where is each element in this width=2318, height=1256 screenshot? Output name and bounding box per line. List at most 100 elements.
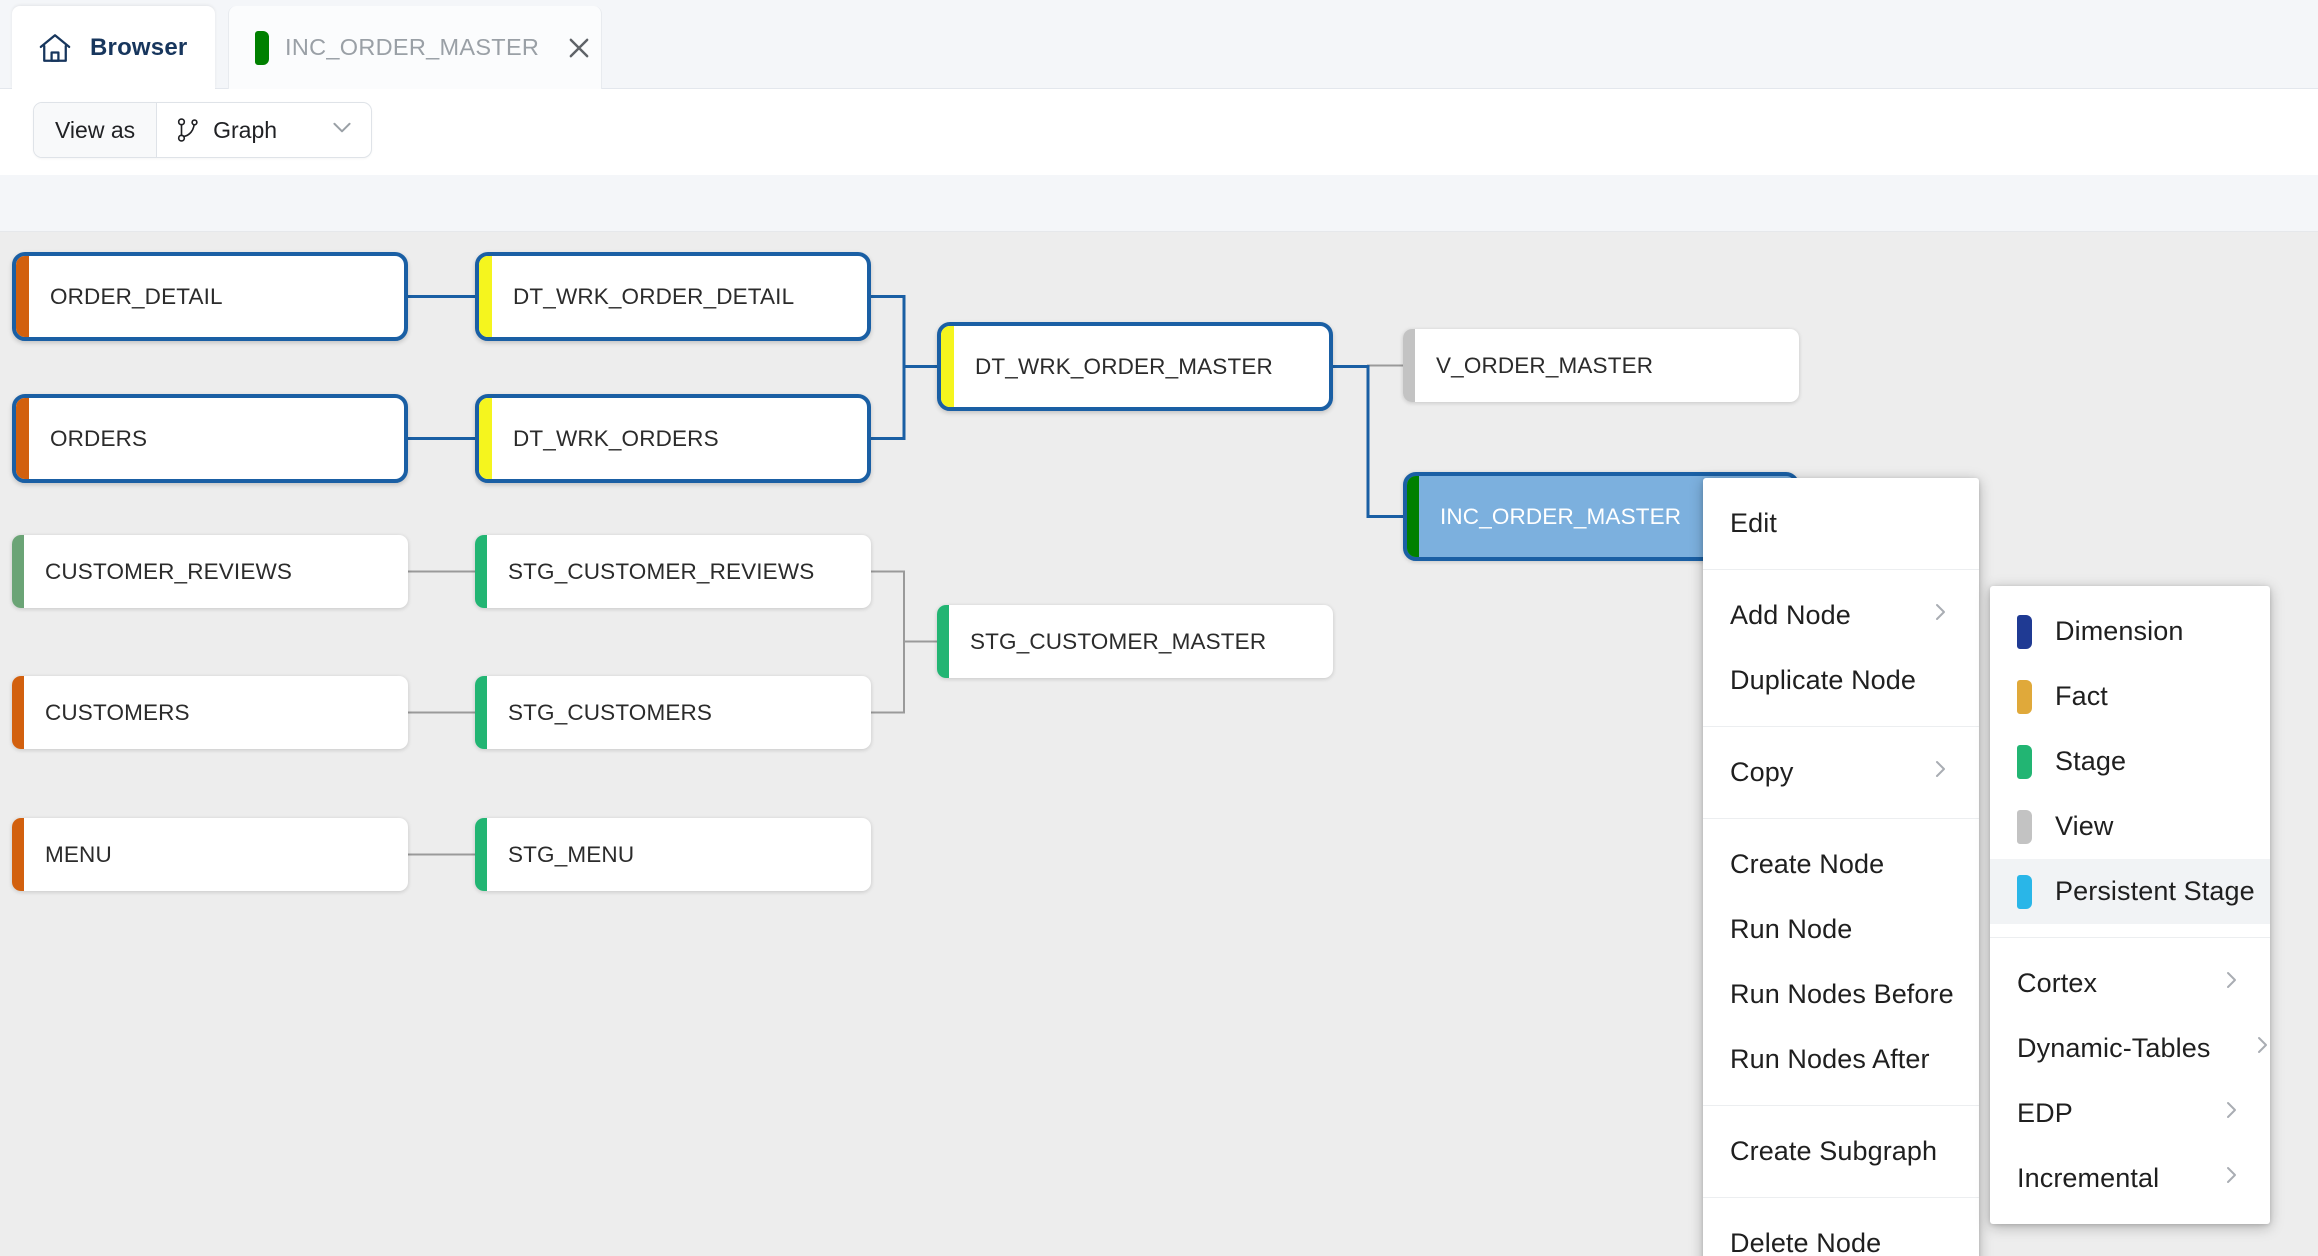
tab-node-swatch xyxy=(255,30,269,65)
node-type-bar xyxy=(16,398,29,479)
graph-node-order_detail[interactable]: ORDER_DETAIL xyxy=(12,252,408,341)
node-type-swatch xyxy=(2017,874,2032,909)
graph-node-dt_wrk_order_detail[interactable]: DT_WRK_ORDER_DETAIL xyxy=(475,252,871,341)
node-type-bar xyxy=(479,256,492,337)
menu-item-label: Create Subgraph xyxy=(1730,1136,1938,1166)
graph-node-customers[interactable]: CUSTOMERS xyxy=(12,676,408,749)
menu-item-label: Edit xyxy=(1730,508,1777,538)
graph-node-stg_customer_master[interactable]: STG_CUSTOMER_MASTER xyxy=(937,605,1333,678)
add-node-item-incremental[interactable]: Incremental xyxy=(1990,1146,2270,1211)
graph-node-dt_wrk_order_master[interactable]: DT_WRK_ORDER_MASTER xyxy=(937,322,1333,411)
menu-item-label: Duplicate Node xyxy=(1730,665,1917,695)
node-type-bar xyxy=(1403,329,1415,402)
context-menu-item-create-subgraph[interactable]: Create Subgraph xyxy=(1703,1119,1979,1184)
graph-node-orders[interactable]: ORDERS xyxy=(12,394,408,483)
add-node-item-view[interactable]: View xyxy=(1990,794,2270,859)
chevron-right-icon xyxy=(2179,1098,2243,1129)
context-menu-item-run-nodes-before[interactable]: Run Nodes Before xyxy=(1703,962,1979,1027)
graph-node-stg_customers[interactable]: STG_CUSTOMERS xyxy=(475,676,871,749)
node-type-bar xyxy=(12,535,24,608)
add-node-item-dimension[interactable]: Dimension xyxy=(1990,599,2270,664)
add-node-item-dynamic-tables[interactable]: Dynamic-Tables xyxy=(1990,1016,2270,1081)
chevron-right-icon xyxy=(2179,968,2243,999)
node-type-bar xyxy=(12,676,24,749)
graph-edge xyxy=(871,295,937,368)
node-label: DT_WRK_ORDERS xyxy=(513,425,719,451)
home-icon xyxy=(38,32,72,64)
view-as-control[interactable]: View as Graph xyxy=(33,102,373,158)
node-label: INC_ORDER_MASTER xyxy=(1440,503,1682,529)
graph-edge xyxy=(871,365,937,440)
add-node-item-fact[interactable]: Fact xyxy=(1990,664,2270,729)
add-node-item-edp[interactable]: EDP xyxy=(1990,1081,2270,1146)
node-label: STG_CUSTOMER_REVIEWS xyxy=(508,558,815,584)
chevron-right-icon xyxy=(2179,1163,2243,1194)
graph-node-customer_reviews[interactable]: CUSTOMER_REVIEWS xyxy=(12,535,408,608)
context-menu-item-create-node[interactable]: Create Node xyxy=(1703,832,1979,897)
toolbar: View as Graph xyxy=(0,89,2318,175)
graph-node-dt_wrk_orders[interactable]: DT_WRK_ORDERS xyxy=(475,394,871,483)
graph-node-v_order_master[interactable]: V_ORDER_MASTER xyxy=(1403,329,1799,402)
context-menu-item-edit[interactable]: Edit xyxy=(1703,491,1979,556)
context-menu-item-duplicate-node[interactable]: Duplicate Node xyxy=(1703,648,1979,713)
node-label: DT_WRK_ORDER_MASTER xyxy=(975,353,1273,379)
node-type-bar xyxy=(479,398,492,479)
node-label: V_ORDER_MASTER xyxy=(1436,352,1654,378)
node-type-swatch xyxy=(2017,614,2032,649)
graph-node-menu[interactable]: MENU xyxy=(12,818,408,891)
node-type-bar xyxy=(475,535,487,608)
toolbar-strip xyxy=(0,175,2318,232)
node-type-swatch xyxy=(2017,809,2032,844)
menu-item-label: Add Node xyxy=(1730,600,1851,630)
close-icon[interactable] xyxy=(565,33,593,63)
tab-node-label: INC_ORDER_MASTER xyxy=(285,34,540,60)
add-node-item-stage[interactable]: Stage xyxy=(1990,729,2270,794)
node-label: MENU xyxy=(45,841,112,867)
chevron-down-icon xyxy=(305,114,355,146)
menu-item-label: Dimension xyxy=(2055,616,2184,646)
context-menu-item-add-node[interactable]: Add Node xyxy=(1703,583,1979,648)
graph-icon xyxy=(177,117,199,143)
node-type-bar xyxy=(941,326,954,407)
tab-browser[interactable]: Browser xyxy=(12,6,215,89)
node-label: ORDERS xyxy=(50,425,148,451)
node-label: STG_CUSTOMERS xyxy=(508,699,713,725)
graph-node-stg_menu[interactable]: STG_MENU xyxy=(475,818,871,891)
node-type-bar xyxy=(937,605,949,678)
graph-edge xyxy=(871,640,937,714)
node-type-bar xyxy=(16,256,29,337)
node-type-bar xyxy=(1407,476,1419,557)
menu-item-label: Delete Node xyxy=(1730,1228,1882,1256)
graph-node-stg_customer_reviews[interactable]: STG_CUSTOMER_REVIEWS xyxy=(475,535,871,608)
node-label: STG_CUSTOMER_MASTER xyxy=(970,628,1267,654)
chevron-right-icon xyxy=(2210,1033,2274,1064)
graph-edge xyxy=(871,570,937,643)
node-label: DT_WRK_ORDER_DETAIL xyxy=(513,283,795,309)
menu-item-label: Persistent Stage xyxy=(2055,876,2255,906)
node-type-swatch xyxy=(2017,679,2032,714)
view-as-select[interactable]: Graph xyxy=(157,103,371,157)
menu-item-label: Run Nodes After xyxy=(1730,1044,1930,1074)
context-menu-item-copy[interactable]: Copy xyxy=(1703,740,1979,805)
menu-item-label: View xyxy=(2055,811,2114,841)
menu-item-label: Stage xyxy=(2055,746,2127,776)
menu-item-label: Create Node xyxy=(1730,849,1885,879)
menu-item-label: EDP xyxy=(2017,1098,2073,1128)
context-menu-group: Edit xyxy=(1703,478,1979,569)
add-node-item-cortex[interactable]: Cortex xyxy=(1990,951,2270,1016)
tab-inc-order-master[interactable]: INC_ORDER_MASTER xyxy=(228,6,602,89)
context-menu-item-delete-node[interactable]: Delete Node xyxy=(1703,1211,1979,1256)
tab-bar: Browser INC_ORDER_MASTER xyxy=(0,0,2318,89)
context-menu-item-run-nodes-after[interactable]: Run Nodes After xyxy=(1703,1027,1979,1092)
tab-browser-label: Browser xyxy=(90,33,188,61)
chevron-right-icon xyxy=(1888,600,1952,631)
menu-item-label: Dynamic-Tables xyxy=(2017,1033,2211,1063)
node-label: CUSTOMER_REVIEWS xyxy=(45,558,293,584)
add-node-item-persistent-stage[interactable]: Persistent Stage xyxy=(1990,859,2270,924)
context-menu-item-run-node[interactable]: Run Node xyxy=(1703,897,1979,962)
